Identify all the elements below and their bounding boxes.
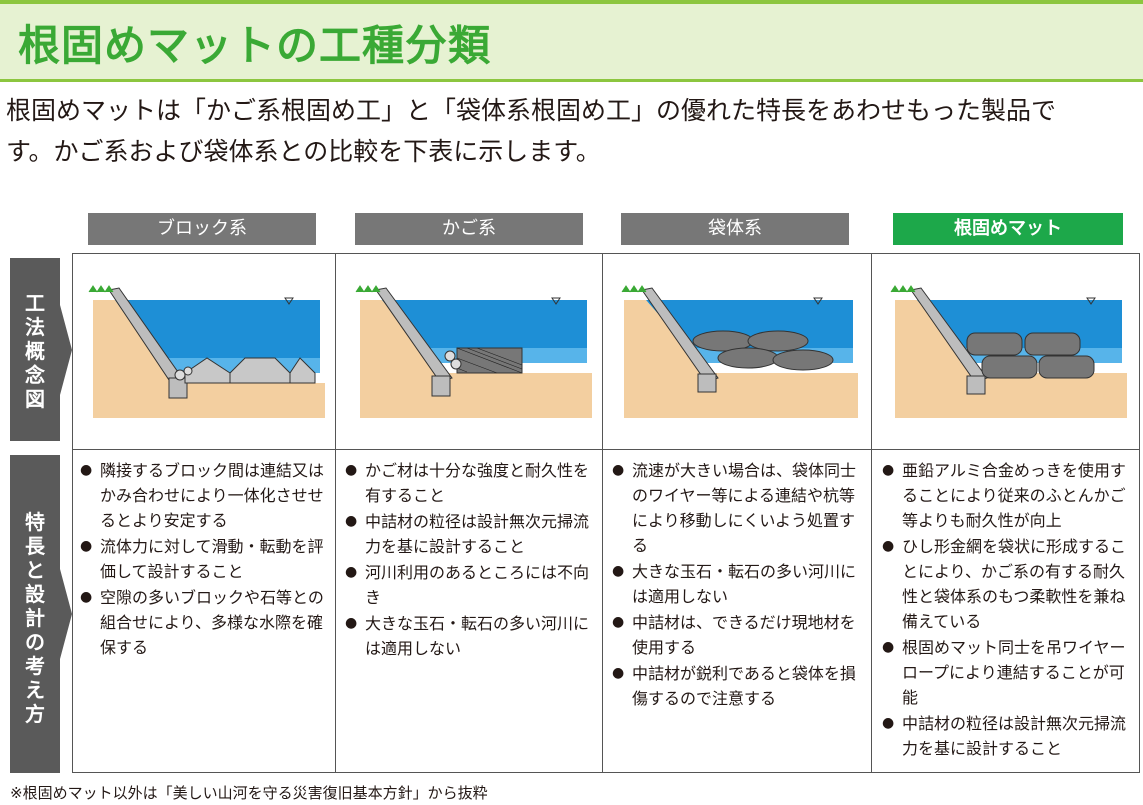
- title-bar: [0, 0, 1143, 82]
- list-item: 流速が大きい場合は、袋体同士のワイヤー等による連結や杭等により移動しにくいよう処…: [612, 458, 864, 558]
- list-item: 中詰材が鋭利であると袋体を損傷するので注意する: [612, 661, 864, 711]
- row-label-char: 計: [25, 606, 45, 630]
- row-label-char: え: [25, 678, 45, 702]
- row-label-concept: 工法概念図: [10, 258, 72, 441]
- list-item: 中詰材は、できるだけ現地材を使用する: [612, 610, 864, 660]
- footnote: ※根固めマット以外は「美しい山河を守る災害復旧基本方針」から抜粋: [10, 784, 488, 802]
- list-item: 空隙の多いブロックや石等との組合せにより、多様な水際を確保する: [80, 585, 328, 660]
- list-item: 大きな玉石・転石の多い河川には適用しない: [612, 559, 864, 609]
- list-item: 河川利用のあるところには不向き: [345, 560, 595, 610]
- row-label-char: 方: [25, 702, 45, 726]
- list-item: 中詰材の粒径は設計無次元掃流力を基に設計すること: [882, 711, 1134, 761]
- kago-method-diagram: [355, 285, 592, 418]
- row-label-char: 図: [25, 387, 45, 411]
- row-label-features: 特長と設計の考え方: [10, 455, 72, 773]
- list-item: 根固めマット同士を吊ワイヤーロープにより連結することが可能: [882, 635, 1134, 710]
- row-label-char: 法: [25, 315, 45, 339]
- list-item: 大きな玉石・転石の多い河川には適用しない: [345, 611, 595, 661]
- row-label-char: の: [25, 630, 45, 654]
- block-method-diagram: [88, 285, 325, 418]
- column-header-bag: 袋体系: [621, 213, 849, 245]
- row-label-char: 念: [25, 363, 45, 387]
- page-title: 根固めマットの工種分類: [18, 21, 492, 70]
- features-netai-mat: 亜鉛アルミ合金めっきを使用することにより従来のふとんかご等よりも耐久性が向上 ひ…: [882, 458, 1134, 762]
- row-label-char: と: [25, 558, 45, 582]
- list-item: ひし形金網を袋状に形成することにより、かご系の有する耐久性と袋体系のもつ柔軟性を…: [882, 534, 1134, 634]
- intro-text: 根固めマットは「かご系根固め工」と「袋体系根固め工」の優れた特長をあわせもった製…: [6, 90, 1143, 172]
- list-item: かご材は十分な強度と耐久性を有すること: [345, 458, 595, 508]
- intro-line: 根固めマットは「かご系根固め工」と「袋体系根固め工」の優れた特長をあわせもった製…: [6, 96, 1057, 125]
- list-item: 隣接するブロック間は連結又はかみ合わせにより一体化させせるとより安定する: [80, 458, 328, 533]
- features-block: 隣接するブロック間は連結又はかみ合わせにより一体化させせるとより安定する 流体力…: [80, 458, 328, 661]
- column-header-netai-mat: 根固めマット: [893, 213, 1123, 245]
- list-item: 中詰材の粒径は設計無次元掃流力を基に設計すること: [345, 509, 595, 559]
- row-label-char: 考: [25, 654, 45, 678]
- column-header-kago: かご系: [355, 213, 583, 245]
- features-bag: 流速が大きい場合は、袋体同士のワイヤー等による連結や杭等により移動しにくいよう処…: [612, 458, 864, 712]
- intro-line: す。かご系および袋体系との比較を下表に示します。: [6, 137, 601, 166]
- netai-mat-diagram: [890, 285, 1127, 418]
- row-label-char: 設: [25, 582, 45, 606]
- list-item: 亜鉛アルミ合金めっきを使用することにより従来のふとんかご等よりも耐久性が向上: [882, 458, 1134, 533]
- row-label-char: 工: [25, 291, 45, 315]
- column-header-block: ブロック系: [88, 213, 316, 245]
- list-item: 流体力に対して滑動・転動を評価して設計すること: [80, 534, 328, 584]
- row-label-char: 特: [25, 510, 45, 534]
- bag-method-diagram: [621, 285, 858, 418]
- row-label-char: 概: [25, 339, 45, 363]
- row-label-features-text: 特長と設計の考え方: [10, 510, 60, 726]
- comparison-table: [72, 253, 1140, 773]
- features-kago: かご材は十分な強度と耐久性を有すること 中詰材の粒径は設計無次元掃流力を基に設計…: [345, 458, 595, 662]
- row-label-char: 長: [25, 534, 45, 558]
- row-label-concept-text: 工法概念図: [10, 291, 60, 411]
